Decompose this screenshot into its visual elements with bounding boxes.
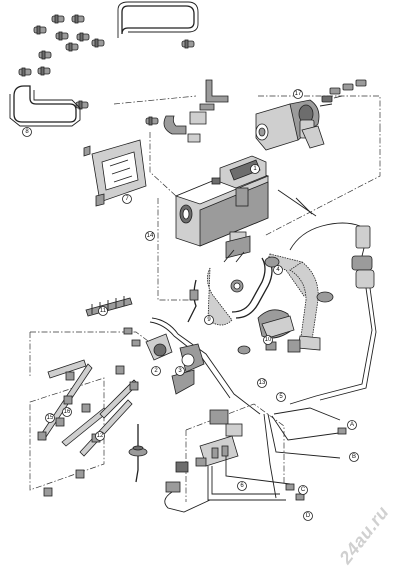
fuel-pipes (38, 360, 138, 496)
svg-text:D: D (306, 513, 311, 519)
callout-3: 3 (176, 367, 185, 376)
harness-plug (290, 223, 376, 404)
svg-text:13: 13 (259, 380, 266, 386)
callout-17: 17 (294, 90, 303, 99)
callout-8: 8 (23, 128, 32, 137)
circulation-pump (256, 100, 324, 150)
svg-text:16: 16 (64, 409, 71, 415)
svg-text:10: 10 (265, 337, 272, 343)
svg-text:A: A (350, 422, 354, 428)
connector-d: D (304, 512, 313, 521)
svg-text:11: 11 (100, 308, 107, 314)
svg-text:C: C (301, 487, 306, 493)
callout-14: 14 (146, 232, 155, 241)
hose-clamp (76, 101, 88, 109)
callout-7: 7 (123, 195, 132, 204)
svg-text:B: B (352, 454, 356, 460)
pump-plug-connectors (320, 80, 366, 106)
hose-clamp (92, 39, 104, 47)
coolant-hose-loop (10, 2, 198, 126)
hose-clamp (56, 32, 68, 40)
hose-clamp (19, 68, 31, 76)
hose-clamp (146, 117, 158, 125)
hose-clamp (182, 40, 194, 48)
callout-4: 4 (274, 266, 283, 275)
relay-fuse-box (165, 408, 346, 512)
svg-text:12: 12 (97, 433, 104, 439)
svg-text:17: 17 (295, 91, 302, 97)
callout-16: 16 (63, 408, 72, 417)
hose-clamp (66, 43, 78, 51)
exploded-parts-diagram: 1 2 3 4 5 6 7 8 9 10 11 12 13 14 15 16 1… (0, 0, 400, 525)
hose-clamp (38, 67, 50, 75)
callout-1: 1 (251, 165, 260, 174)
connector-b: B (350, 453, 359, 462)
hose-clamp (52, 15, 64, 23)
elbow-fittings (164, 80, 228, 142)
callout-2: 2 (152, 367, 161, 376)
svg-text:14: 14 (147, 233, 154, 239)
callout-13: 13 (258, 379, 267, 388)
callout-6: 6 (238, 482, 247, 491)
callout-5: 5 (277, 393, 286, 402)
connector-a: A (348, 421, 357, 430)
callout-12: 12 (96, 432, 105, 441)
callout-11: 11 (99, 307, 108, 316)
hose-clamp (34, 26, 46, 34)
hose-clamp (39, 51, 51, 59)
fuel-standpipe (129, 424, 147, 482)
mounting-bracket (84, 140, 146, 206)
callout-10: 10 (264, 336, 273, 345)
connector-c: C (299, 486, 308, 495)
callout-15: 15 (46, 414, 55, 423)
callout-9: 9 (205, 316, 214, 325)
hose-clamp (77, 33, 89, 41)
hose-clamp (72, 15, 84, 23)
clamps-couplings-group (19, 15, 194, 125)
svg-text:15: 15 (47, 415, 54, 421)
